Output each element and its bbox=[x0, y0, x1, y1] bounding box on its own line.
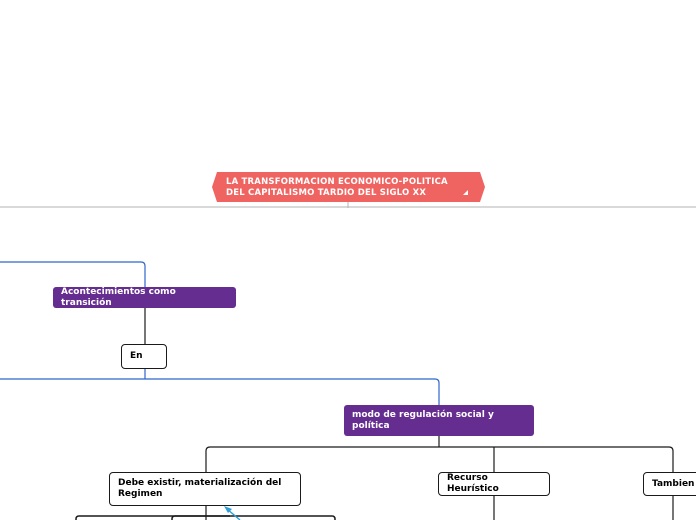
connector-acontecimientos bbox=[0, 261, 146, 288]
subtopic-en[interactable]: En bbox=[121, 344, 167, 369]
subtopic-tambien[interactable]: Tambien bbox=[643, 472, 696, 496]
subtopic-label: Debe existir, materialización del Regime… bbox=[118, 478, 282, 499]
subtopic-label: En bbox=[130, 351, 143, 361]
root-node-shape bbox=[212, 172, 485, 202]
collapse-triangle-icon bbox=[463, 190, 468, 195]
topic-acontecimientos[interactable]: Acontecimientos como transición bbox=[53, 287, 236, 308]
topic-label: modo de regulación social y política bbox=[352, 409, 494, 431]
subtopic-label: Recurso Heurístico bbox=[447, 473, 499, 494]
connector-branch bbox=[205, 446, 674, 472]
root-title-line-1: LA TRANSFORMACION ECONOMICO-POLITICA bbox=[226, 177, 448, 187]
topic-modo[interactable]: modo de regulación social y política bbox=[344, 405, 534, 436]
connector-modo bbox=[0, 378, 440, 405]
child-box-right bbox=[230, 515, 336, 520]
subtopic-label: Tambien bbox=[652, 478, 695, 489]
root-title-line-2: DEL CAPITALISMO TARDIO DEL SIGLO XX bbox=[226, 188, 427, 198]
root-node[interactable]: LA TRANSFORMACION ECONOMICO-POLITICA DEL… bbox=[226, 177, 476, 199]
subtopic-debe[interactable]: Debe existir, materialización del Regime… bbox=[109, 472, 301, 506]
subtopic-recurso[interactable]: Recurso Heurístico bbox=[438, 472, 550, 496]
arrow-head-icon bbox=[224, 506, 232, 513]
child-box-left bbox=[75, 515, 230, 520]
child-box-mid bbox=[171, 515, 230, 520]
topic-label: Acontecimientos como transición bbox=[61, 286, 176, 308]
